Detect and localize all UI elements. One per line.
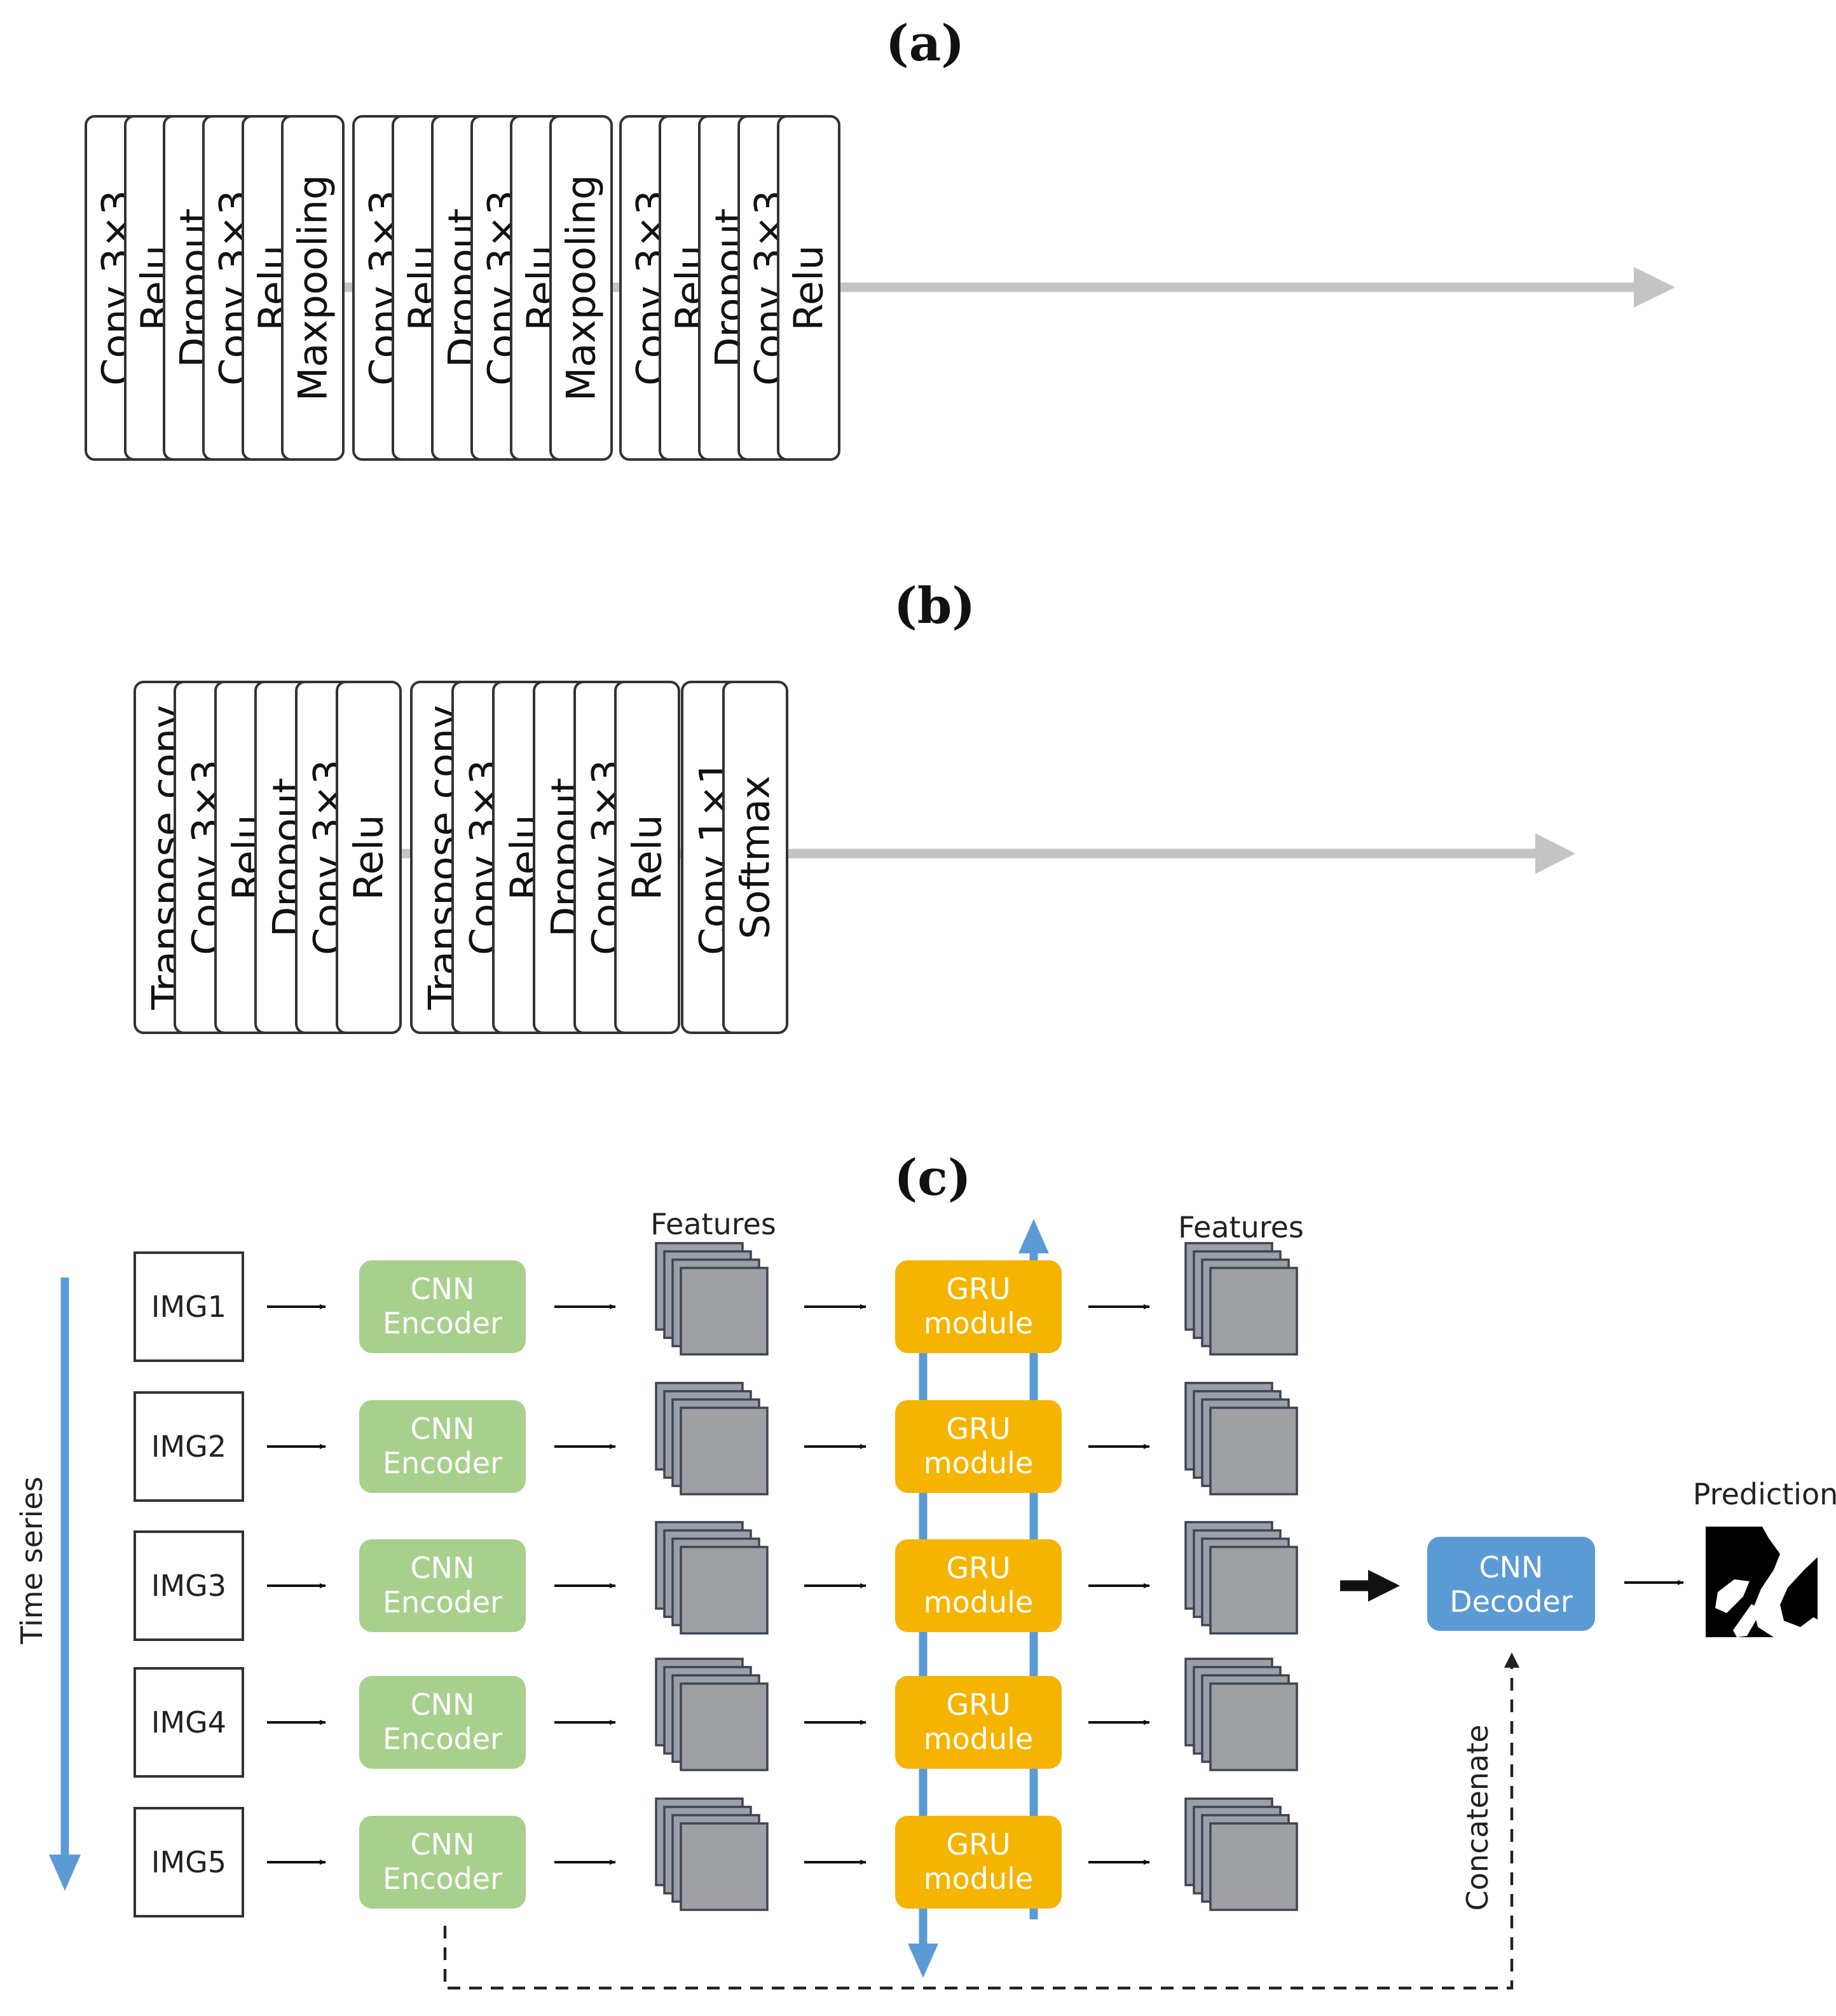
panel-b-layer-14 <box>722 681 788 1034</box>
gru-module-label-line2: module <box>924 1585 1033 1619</box>
feature-map-layer <box>1209 1267 1298 1356</box>
panel-b-layer-label: Softmax <box>732 775 779 939</box>
panel-b-layer-6 <box>336 681 402 1034</box>
cnn-encoder-label-line1: CNN <box>411 1687 475 1722</box>
panel-c-label: (c) <box>894 1149 971 1207</box>
feature-map-layer <box>680 1267 769 1356</box>
feature-map-layer <box>680 1822 769 1911</box>
encoder-feature-maps-2 <box>655 1382 769 1495</box>
cnn-encoder-label-line2: Encoder <box>383 1446 502 1480</box>
panel-a-layer-17 <box>777 115 840 461</box>
input-image-label: IMG4 <box>151 1705 226 1740</box>
concatenate-label: Concatenate <box>1460 1725 1495 1911</box>
input-image-label: IMG1 <box>151 1290 226 1324</box>
panel-a-layer-label: Maxpooling <box>290 175 336 402</box>
gru-module-label-line2: module <box>924 1446 1033 1480</box>
feature-map-layer <box>1209 1406 1298 1495</box>
cnn-encoder-label-line1: CNN <box>411 1272 475 1306</box>
panel-a-layer-label: Maxpooling <box>558 175 605 402</box>
gru-module-label-line2: module <box>924 1722 1033 1756</box>
input-image-label: IMG3 <box>151 1569 226 1603</box>
input-image-box-5 <box>134 1807 244 1917</box>
features-header-left: Features <box>650 1207 776 1241</box>
features-to-decoder-thick-arrowhead <box>1368 1570 1400 1602</box>
panel-a-layer-label: Relu <box>786 245 832 331</box>
cnn-encoder-label-line1: CNN <box>411 1412 475 1446</box>
concatenate-arrowhead <box>1504 1652 1519 1668</box>
gru-feature-maps-1 <box>1184 1242 1298 1356</box>
gru-module-block-3 <box>895 1539 1062 1632</box>
panel-a-layer-6 <box>281 115 345 461</box>
panel-a-flow-arrowhead <box>1634 267 1675 308</box>
gru-feature-maps-3 <box>1184 1521 1298 1635</box>
panel-b-layer-label: Relu <box>346 815 392 901</box>
prediction-mask-image <box>1706 1527 1818 1637</box>
gru-module-block-1 <box>895 1260 1062 1353</box>
features-header-right: Features <box>1178 1210 1304 1244</box>
cnn-encoder-block-1 <box>359 1260 526 1353</box>
concatenate-skip-path <box>443 1665 1514 1990</box>
gru-module-block-2 <box>895 1400 1062 1493</box>
cnn-encoder-block-3 <box>359 1539 526 1632</box>
encoder-feature-maps-4 <box>655 1658 769 1771</box>
gru-backward-arrowhead <box>908 1944 938 1978</box>
cnn-decoder-label-line2: Decoder <box>1449 1584 1573 1619</box>
gru-feature-maps-5 <box>1184 1797 1298 1911</box>
input-image-box-4 <box>134 1667 244 1778</box>
cnn-encoder-block-5 <box>359 1816 526 1909</box>
encoder-feature-maps-1 <box>655 1242 769 1356</box>
gru-feature-maps-4 <box>1184 1658 1298 1771</box>
gru-module-label-line1: GRU <box>946 1827 1010 1862</box>
feature-map-layer <box>1209 1822 1298 1911</box>
feature-map-layer <box>680 1682 769 1771</box>
panel-c: (c) Time series Features Features IMG1CN… <box>15 1149 1836 1990</box>
time-series-label: Time series <box>15 1476 49 1644</box>
feature-map-layer <box>1209 1546 1298 1635</box>
cnn-encoder-label-line2: Encoder <box>383 1722 502 1756</box>
cnn-encoder-label-line2: Encoder <box>383 1585 502 1619</box>
panel-b-flow-arrowhead <box>1535 833 1575 874</box>
feature-map-layer <box>680 1406 769 1495</box>
encoder-feature-maps-3 <box>655 1521 769 1635</box>
input-image-label: IMG2 <box>151 1429 226 1464</box>
input-image-box-1 <box>134 1251 244 1362</box>
cnn-encoder-label-line1: CNN <box>411 1551 475 1585</box>
feature-map-layer <box>680 1546 769 1635</box>
gru-module-block-4 <box>895 1676 1062 1769</box>
panel-a-layer-12 <box>549 115 613 461</box>
panel-b-layer-label: Relu <box>624 815 671 901</box>
panel-b-label: (b) <box>894 577 975 635</box>
cnn-encoder-label-line2: Encoder <box>383 1862 502 1896</box>
gru-module-block-5 <box>895 1816 1062 1909</box>
cnn-decoder-label-line1: CNN <box>1479 1550 1544 1584</box>
gru-forward-arrowhead <box>1018 1219 1049 1253</box>
gru-module-label-line2: module <box>924 1862 1033 1896</box>
panel-b-layer-12 <box>614 681 680 1034</box>
input-image-box-2 <box>134 1391 244 1502</box>
cnn-encoder-label-line2: Encoder <box>383 1306 502 1340</box>
gru-module-label-line1: GRU <box>946 1272 1010 1306</box>
cnn-encoder-block-4 <box>359 1676 526 1769</box>
prediction-label: Prediction <box>1693 1477 1836 1511</box>
encoder-feature-maps-5 <box>655 1797 769 1911</box>
cnn-encoder-label-line1: CNN <box>411 1827 475 1862</box>
panel-c-rows: IMG1CNNEncoderGRUmoduleIMG2CNNEncoderGRU… <box>134 1242 1298 1917</box>
gru-feature-maps-2 <box>1184 1382 1298 1495</box>
feature-map-layer <box>1209 1682 1298 1771</box>
gru-module-label-line1: GRU <box>946 1412 1010 1446</box>
cnn-decoder-block <box>1427 1537 1595 1631</box>
gru-module-label-line1: GRU <box>946 1551 1010 1585</box>
input-image-label: IMG5 <box>151 1845 226 1879</box>
panel-a-label: (a) <box>886 15 964 72</box>
gru-module-label-line1: GRU <box>946 1687 1010 1722</box>
gru-module-label-line2: module <box>924 1306 1033 1340</box>
cnn-encoder-block-2 <box>359 1400 526 1493</box>
time-series-arrowhead <box>49 1855 81 1891</box>
input-image-box-3 <box>134 1530 244 1641</box>
